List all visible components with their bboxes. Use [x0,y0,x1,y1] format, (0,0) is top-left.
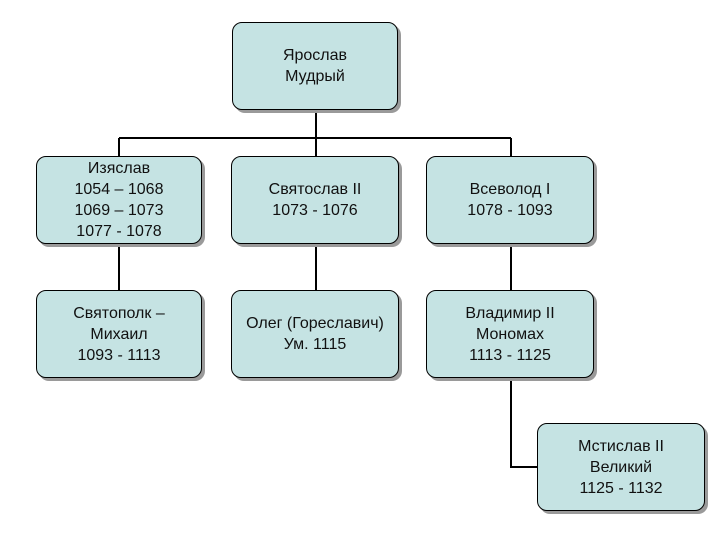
node-line: Ум. 1115 [283,336,347,353]
node-line: 1073 - 1076 [272,202,358,219]
node-line: Владимир II [465,304,555,322]
node-line: 1093 - 1113 [77,346,161,364]
node-izyaslav: Изяслав 1054 – 1068 1069 – 1073 1077 - 1… [36,156,202,244]
node-svyatopolk: Святополк – Михаил 1093 - 1113 [36,290,202,378]
node-line: Изяслав [87,160,151,177]
node-oleg: Олег (Гореславич) Ум. 1115 [231,290,399,378]
node-yaroslav: Ярослав Мудрый [232,22,398,110]
node-vsevolod: Всеволод I 1078 - 1093 [426,156,594,244]
node-mstislav: Мстислав II Великий 1125 - 1132 [537,423,705,511]
node-vladimir: Владимир II Мономах 1113 - 1125 [426,290,594,378]
node-line: 1069 – 1073 [74,202,164,219]
node-line: Ярослав [282,47,348,64]
node-line: 1113 - 1125 [469,346,551,364]
connector-vladimir-mstislav [510,378,537,468]
node-line: Мстислав II [578,437,664,455]
node-line: Михаил [90,325,148,343]
node-line: 1125 - 1132 [579,479,663,497]
node-line: Мудрый [285,68,345,85]
node-line: Святослав II [268,181,362,198]
node-line: Всеволод I [469,181,551,198]
node-line: 1054 – 1068 [74,181,164,198]
node-line: Мономах [475,325,545,343]
node-line: Великий [589,458,653,476]
node-line: 1078 - 1093 [467,202,553,219]
node-svyatoslav: Святослав II 1073 - 1076 [231,156,399,244]
node-line: 1077 - 1078 [76,223,162,240]
node-line: Святополк – [73,304,165,322]
node-line: Олег (Гореславич) [246,315,384,332]
